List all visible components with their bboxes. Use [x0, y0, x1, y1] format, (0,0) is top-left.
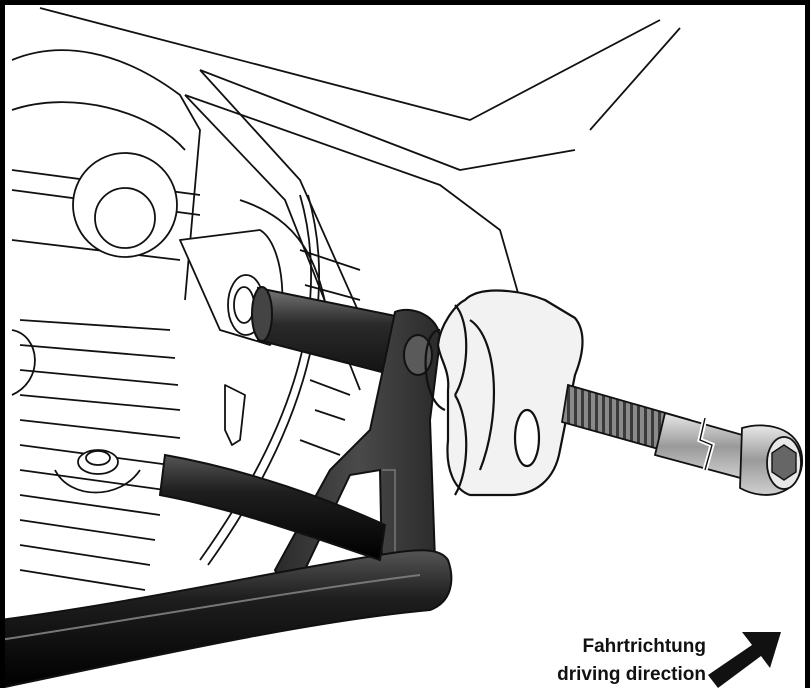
hex-screw: [560, 383, 803, 496]
caption-german: Fahrtrichtung: [582, 636, 707, 657]
crash-bar-tube: [0, 453, 453, 688]
mounting-bolt: [251, 286, 417, 380]
engine-line-art: [11, 7, 681, 591]
protection-pad: [424, 289, 584, 497]
arrow-up-right-icon: [708, 632, 781, 688]
caption-english: driving direction: [557, 664, 706, 685]
